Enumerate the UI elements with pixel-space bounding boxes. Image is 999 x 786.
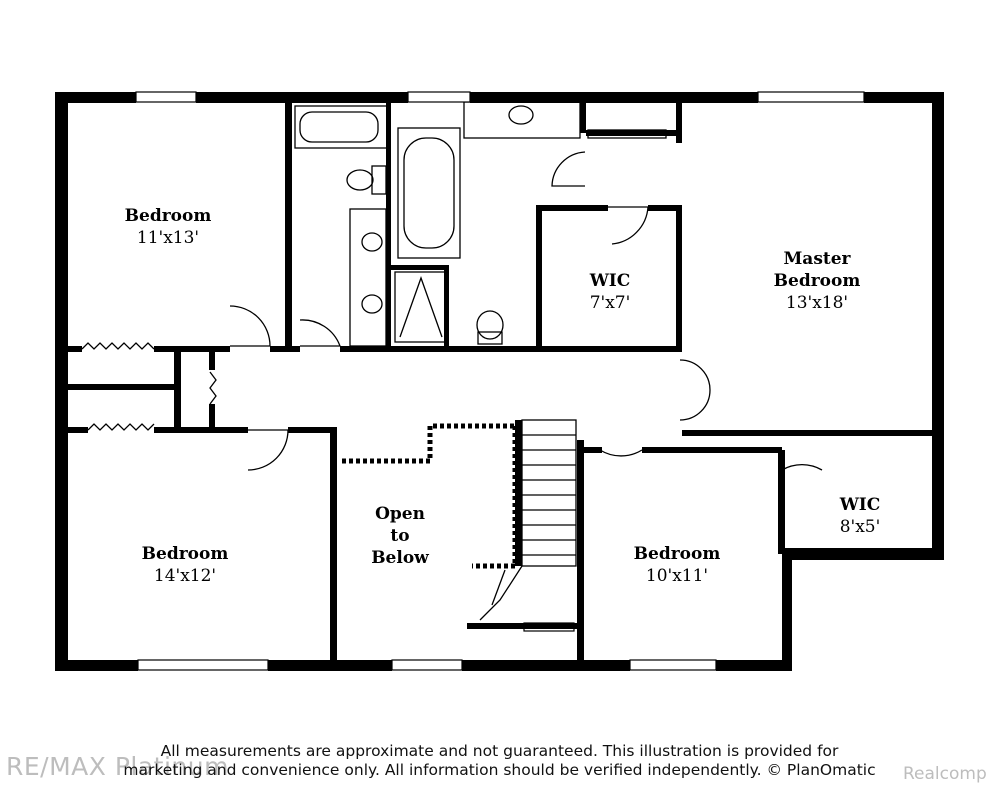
bedroom-2-label: Bedroom 14'x12' bbox=[115, 543, 255, 587]
room-name-line: Master bbox=[783, 249, 851, 269]
room-dimensions: 11'x13' bbox=[136, 228, 200, 248]
room-name-line: Bedroom bbox=[773, 271, 861, 291]
bedroom-3-label: Bedroom 10'x11' bbox=[607, 543, 747, 587]
wic-2-label: WIC 8'x5' bbox=[815, 494, 905, 538]
watermark-left: RE/MAX Platinum bbox=[6, 752, 229, 781]
room-name: WIC bbox=[839, 495, 881, 515]
room-name: Bedroom bbox=[633, 544, 721, 564]
walls bbox=[55, 92, 944, 671]
room-name: Bedroom bbox=[141, 544, 229, 564]
disclaimer-line: All measurements are approximate and not… bbox=[160, 742, 839, 760]
disclaimer-line: marketing and convenience only. All info… bbox=[123, 761, 876, 779]
room-dimensions: 14'x12' bbox=[153, 566, 217, 586]
room-dimensions: 8'x5' bbox=[839, 517, 881, 537]
open-to-below-label: Open to Below bbox=[350, 503, 450, 569]
room-name: Bedroom bbox=[124, 206, 212, 226]
room-name-line: Below bbox=[371, 548, 429, 568]
room-name-line: to bbox=[390, 526, 410, 546]
room-name-line: Open bbox=[375, 504, 425, 524]
disclaimer: All measurements are approximate and not… bbox=[0, 742, 999, 780]
wic-1-label: WIC 7'x7' bbox=[565, 270, 655, 314]
room-name: WIC bbox=[589, 271, 631, 291]
room-dimensions: 13'x18' bbox=[785, 293, 849, 313]
watermark-right: Realcomp bbox=[903, 764, 987, 784]
railing bbox=[342, 423, 518, 569]
room-dimensions: 10'x11' bbox=[645, 566, 709, 586]
master-bedroom-label: Master Bedroom 13'x18' bbox=[752, 248, 882, 314]
room-dimensions: 7'x7' bbox=[589, 293, 631, 313]
bedroom-1-label: Bedroom 11'x13' bbox=[98, 205, 238, 249]
